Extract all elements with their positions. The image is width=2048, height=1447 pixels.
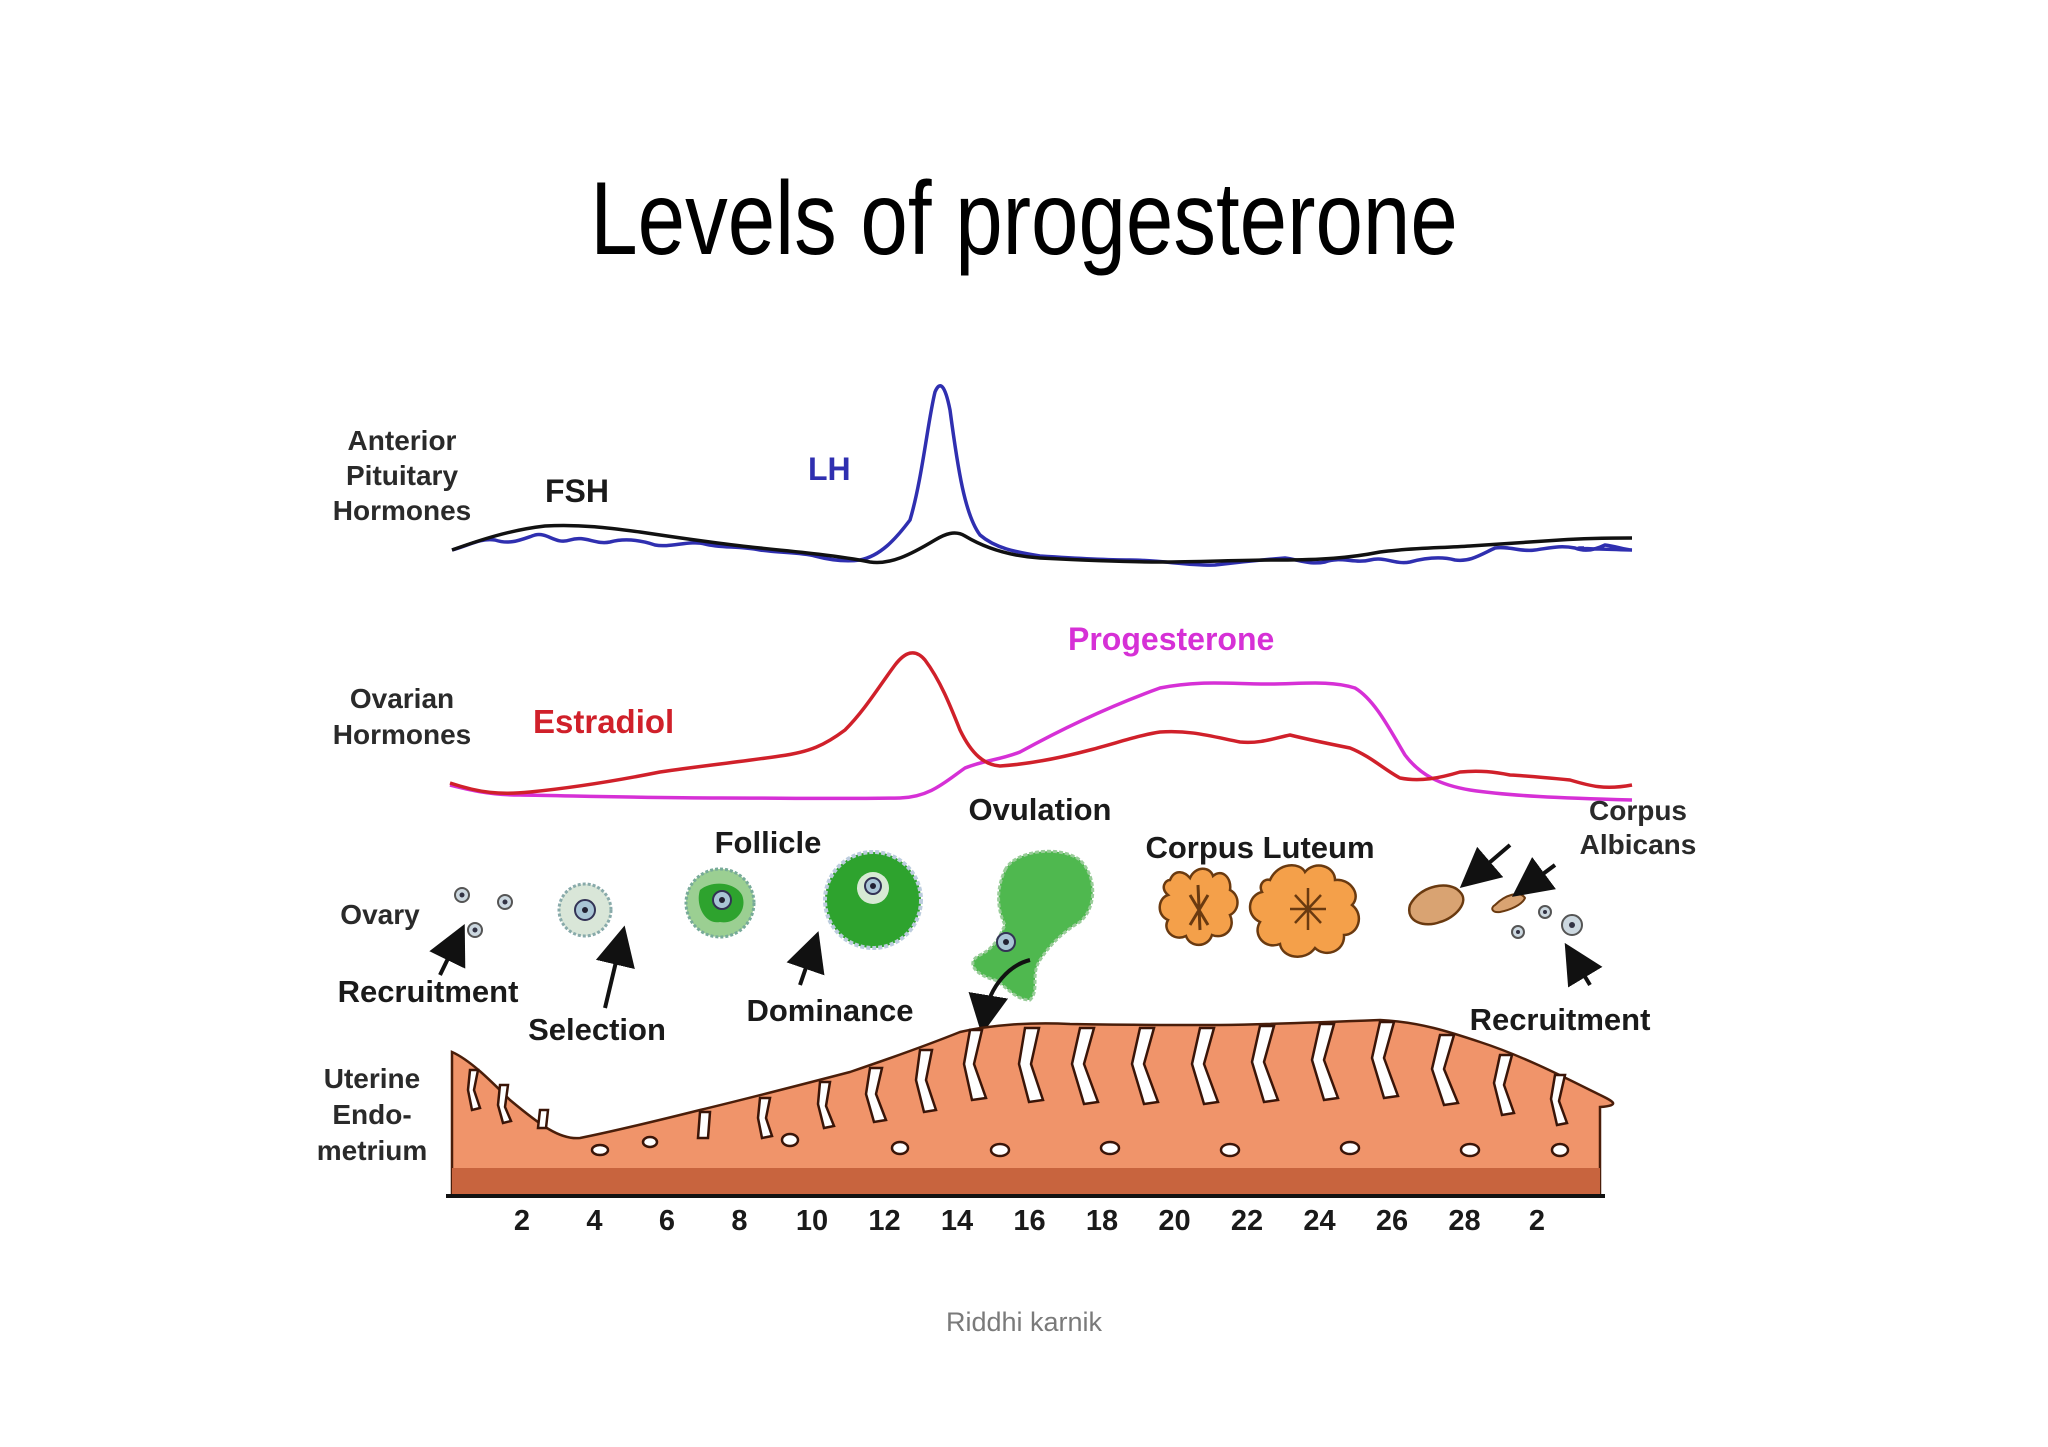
- day-tick-label: 2: [514, 1205, 530, 1237]
- uterine-label-line3: metrium: [317, 1135, 427, 1166]
- selection-label: Selection: [528, 1012, 666, 1047]
- day-tick-label: 8: [731, 1205, 747, 1237]
- arrow-ovulation: [968, 958, 1031, 1035]
- growing-follicle: [684, 867, 756, 939]
- lh-label: LH: [808, 451, 851, 487]
- recruitment-left-label: Recruitment: [338, 974, 519, 1009]
- pituitary-label-line2: Pituitary: [346, 460, 458, 491]
- ovulation-label: Ovulation: [969, 792, 1112, 827]
- pituitary-label-line3: Hormones: [333, 495, 471, 526]
- progesterone-label: Progesterone: [1068, 621, 1274, 657]
- arrow-recruitment-right: [1564, 942, 1603, 988]
- ovary-label: Ovary: [340, 899, 420, 930]
- arrow-corpus-albicans-1: [1459, 843, 1512, 889]
- corpus-luteum-early: [1158, 867, 1239, 947]
- fsh-label: FSH: [545, 473, 609, 509]
- lh-curve: [451, 384, 1633, 567]
- arrow-dominance: [786, 931, 825, 986]
- day-tick-label: 2: [1529, 1205, 1545, 1237]
- corpus-albicans-label-line2: Albicans: [1580, 829, 1697, 860]
- recruited-follicles-left: [454, 887, 513, 938]
- corpus-albicans: [1407, 884, 1527, 926]
- day-tick-label: 26: [1376, 1205, 1408, 1237]
- day-tick-label: 28: [1448, 1205, 1480, 1237]
- estradiol-label: Estradiol: [533, 703, 674, 740]
- ovarian-label-line2: Hormones: [333, 719, 471, 750]
- arrow-selection: [595, 925, 635, 1009]
- recruited-follicles-right: [1511, 905, 1583, 939]
- uterine-label-line1: Uterine: [324, 1063, 420, 1094]
- arrow-recruitment-left: [429, 924, 466, 976]
- ovarian-section: Ovarian Hormones Estradiol Progesterone: [333, 621, 1633, 802]
- corpus-luteum-label: Corpus Luteum: [1145, 830, 1374, 865]
- uterine-label-line2: Endo-: [332, 1099, 411, 1130]
- stage-arrows: [429, 843, 1603, 1035]
- day-tick-label: 12: [868, 1205, 900, 1237]
- dominant-follicle: [823, 850, 923, 950]
- day-tick-label: 22: [1231, 1205, 1263, 1237]
- day-tick-label: 10: [796, 1205, 828, 1237]
- arrow-corpus-albicans-2: [1511, 857, 1557, 897]
- progesterone-curve: [449, 681, 1633, 802]
- day-tick-label: 20: [1158, 1205, 1190, 1237]
- ovulating-follicle: [971, 849, 1095, 1002]
- estradiol-curve: [449, 651, 1633, 796]
- corpus-luteum-mature: [1248, 864, 1361, 958]
- slide-title: Levels of progesterone: [590, 161, 1458, 277]
- endometrium-section: Uterine Endo- metrium: [317, 1018, 1615, 1198]
- follicle-label: Follicle: [715, 825, 822, 860]
- day-tick-label: 24: [1303, 1205, 1335, 1237]
- day-tick-label: 18: [1086, 1205, 1118, 1237]
- footer-credit: Riddhi karnik: [945, 1307, 1103, 1337]
- selected-follicle: [557, 882, 613, 938]
- day-tick-label: 6: [659, 1205, 675, 1237]
- endometrial-glands: [466, 1020, 1570, 1158]
- pituitary-label-line1: Anterior: [348, 425, 457, 456]
- fsh-curve: [451, 523, 1633, 565]
- ovarian-label-line1: Ovarian: [350, 683, 454, 714]
- day-tick-label: 16: [1013, 1205, 1045, 1237]
- day-tick-label: 4: [586, 1205, 602, 1237]
- recruitment-right-label: Recruitment: [1470, 1002, 1651, 1037]
- pituitary-section: Anterior Pituitary Hormones FSH LH: [333, 384, 1633, 567]
- endometrium-basal-layer: [452, 1168, 1600, 1195]
- day-tick-label: 14: [941, 1205, 973, 1237]
- ovary-section: Ovary Follicle Ovulation Corpus Luteum C…: [338, 792, 1697, 1047]
- dominance-label: Dominance: [746, 993, 913, 1028]
- corpus-albicans-label-line1: Corpus: [1589, 795, 1687, 826]
